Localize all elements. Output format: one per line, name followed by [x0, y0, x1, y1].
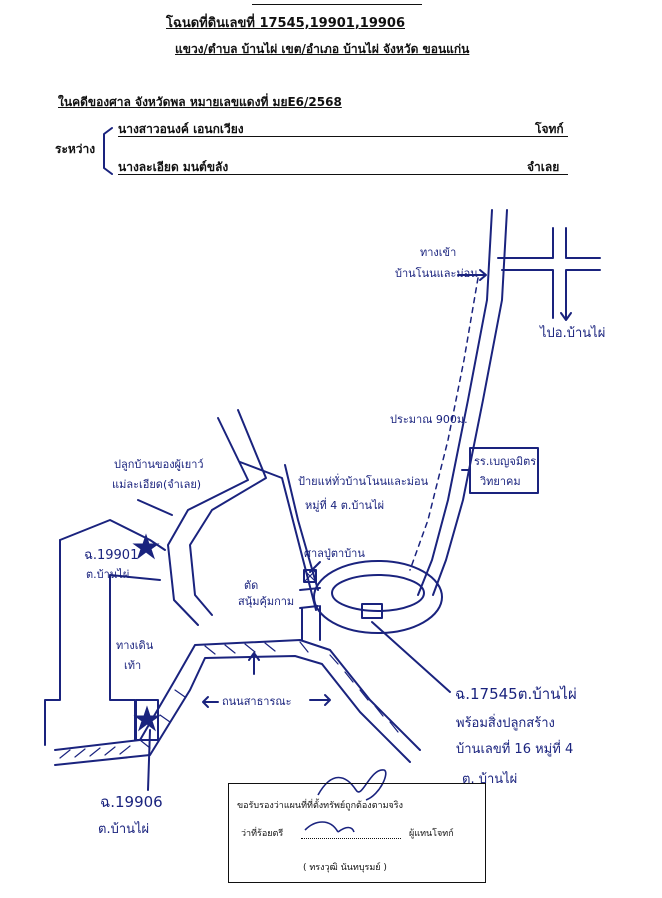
- village-sign-label-2: หมู่ที่ 4 ต.บ้านไผ่: [305, 499, 385, 512]
- public-road-lower-edge: [54, 655, 411, 766]
- intersection-label-1: ตัด: [244, 579, 259, 592]
- certification-statement: ขอรับรองว่าแผนที่ที่ตั้งทรัพย์ถูกต้องตาม…: [237, 801, 404, 811]
- entrance-label-2: บ้านโนนและม่อน: [395, 267, 478, 280]
- house-label-pointer: [137, 499, 173, 516]
- village-loop-road-inner: [331, 574, 425, 612]
- cross-road-right-lower: [565, 269, 601, 319]
- cross-road-upper: [497, 227, 554, 259]
- plot-17545-label-3: บ้านเลขที่ 16 หมู่ที่ 4: [456, 742, 574, 757]
- header-top-rule: [252, 4, 422, 5]
- cross-road-right-upper: [565, 227, 601, 259]
- defendant-role: จำเลย: [527, 160, 560, 174]
- shrine-marker-cross: [303, 569, 317, 583]
- defendant-underline: [118, 174, 568, 175]
- entrance-label-1: ทางเข้า: [420, 246, 457, 259]
- loc-17545-pointer: [371, 621, 451, 693]
- signature-scribble-bottom: [304, 821, 355, 833]
- to-banphai-label: ไปอ.บ้านไผ่: [540, 326, 606, 341]
- to-banphai-arrow: [560, 299, 572, 321]
- plot-19906-label-1: ฉ.19906: [100, 793, 163, 811]
- distance-label: ประมาณ 900ม.: [390, 413, 468, 426]
- star-marker-19901: [132, 533, 160, 560]
- deed-title: โฉนดที่ดินเลขที่ 17545,19901,19906: [166, 16, 406, 31]
- plaintiff-role: โจทก์: [535, 122, 564, 136]
- certification-rank: ว่าที่ร้อยตรี: [241, 829, 284, 839]
- plot-19901-label-2: ต.บ้านไผ่: [86, 568, 130, 581]
- plot-19906-label-2: ต.บ้านไผ่: [98, 822, 150, 837]
- public-road-hatch: [59, 641, 399, 759]
- main-road-left-edge: [417, 209, 493, 596]
- vertical-road: [301, 605, 321, 641]
- school-label-1: รร.เบญจมิตร: [474, 455, 537, 468]
- star-marker-19906: [133, 705, 161, 732]
- village-loop-road-outer: [313, 560, 443, 634]
- plot-boundary-left: [44, 539, 61, 746]
- entrance-arrow: [457, 269, 487, 281]
- main-road-right-edge: [432, 209, 508, 596]
- plaintiff-name: นางสาวอนงค์ เอนกเวียง: [118, 122, 244, 136]
- loop-connector-bottom: [299, 605, 319, 609]
- certification-name: ( ทรงวุฒิ นันทบุรมย์ ): [303, 863, 387, 873]
- signature-line: [301, 838, 401, 839]
- walkway-label-1: ทางเดิน: [116, 639, 154, 652]
- upper-diag-road: [239, 461, 317, 611]
- house-label-1: ปลูกบ้านของผู้เยาว์: [114, 458, 204, 471]
- court-case-line: ในคดีของศาล จังหวัดพล หมายเลขแดงที่ มยE6…: [58, 95, 342, 109]
- shrine-label: ศาลปู่ตาบ้าน: [304, 547, 365, 560]
- public-road-label: ถนนสาธารณะ: [222, 695, 292, 708]
- school-label-2: วิทยาคม: [480, 475, 521, 488]
- upper-left-road-1: [167, 417, 249, 626]
- walkway-rect: [135, 699, 159, 741]
- upper-left-road-2: [189, 409, 267, 616]
- deed-location: แขวง/ตำบล บ้านไผ่ เขต/อำเภอ บ้านไผ่ จังห…: [175, 42, 470, 56]
- cross-road-lower: [501, 269, 554, 319]
- public-road-upper-edge: [54, 639, 421, 751]
- shrine-marker: [303, 569, 317, 583]
- dashed-village-path: [409, 277, 479, 571]
- plaintiff-underline: [118, 136, 568, 137]
- plot-boundary-top: [59, 519, 166, 551]
- upper-diag-road-2: [284, 464, 319, 591]
- plot-19901-label-1: ฉ.19901: [84, 548, 139, 563]
- intersection-label-2: สนุ้มคุ้มกาม: [238, 595, 295, 608]
- loop-connector-top: [299, 587, 321, 591]
- walkway-label-2: เท้า: [124, 659, 142, 672]
- plot-17545-label-1: ฉ.17545ต.บ้านไผ่: [455, 685, 577, 703]
- defendant-name: นางละเอียด มนต์ขลัง: [118, 160, 229, 174]
- village-sign-label-1: ป้ายแห่ทั่วบ้านโนนและม่อน: [298, 475, 429, 488]
- plot-17545-label-2: พร้อมสิ่งปลูกสร้าง: [456, 716, 555, 731]
- certification-role: ผู้แทนโจทก์: [409, 829, 454, 839]
- loc-19906-pointer: [147, 729, 151, 791]
- building-17545-marker: [361, 603, 383, 619]
- house-label-2: แม่ละเอียด(จำเลย): [112, 478, 202, 491]
- public-road-arrow-right: [309, 694, 331, 706]
- loop-arrow: [248, 652, 260, 675]
- between-label: ระหว่าง: [55, 142, 96, 156]
- certification-box: ขอรับรองว่าแผนที่ที่ตั้งทรัพย์ถูกต้องตาม…: [228, 783, 486, 883]
- public-road-arrow-left: [202, 696, 219, 708]
- between-bracket: [103, 127, 113, 175]
